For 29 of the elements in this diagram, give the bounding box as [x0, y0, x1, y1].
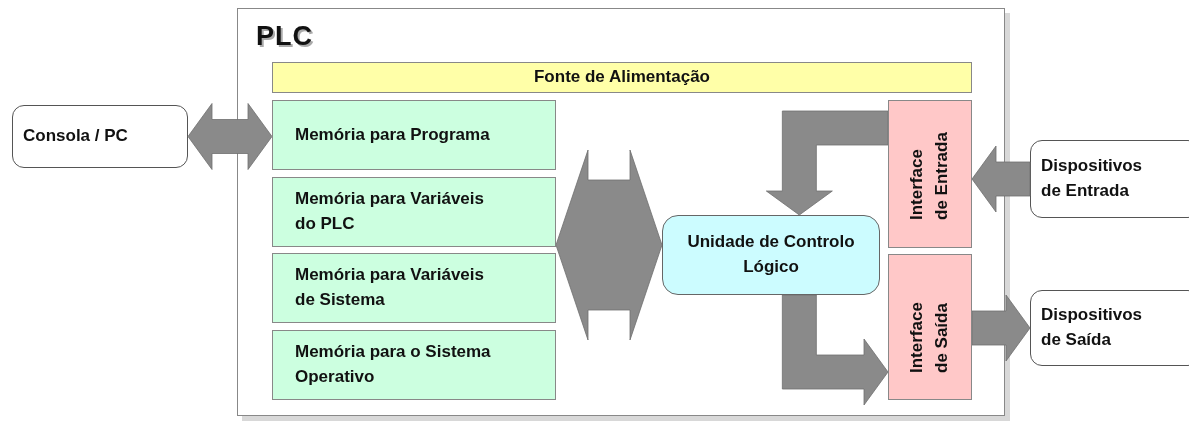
- box-label: Dispositivos de Saída: [1041, 304, 1144, 351]
- device-box: [1030, 290, 1189, 366]
- memory-box: [272, 330, 556, 400]
- control-unit-box: [662, 215, 880, 295]
- box-label: Unidade de Controlo Lógico: [686, 231, 856, 278]
- memory-box: [272, 177, 556, 247]
- device-box: [1030, 140, 1189, 218]
- memory-box: [272, 253, 556, 323]
- box-label: Memória para Variáveis de Sistema: [295, 264, 485, 311]
- block-arrow: [765, 110, 889, 216]
- bar-label: Fonte de Alimentação: [534, 66, 710, 89]
- panel-title: PLC: [256, 20, 313, 53]
- box-label: Memória para Variáveis do PLC: [295, 188, 485, 235]
- block-arrow: [555, 149, 663, 341]
- box-label: Memória para o Sistema Operativo: [295, 341, 492, 388]
- box-label: Interface de Entrada: [906, 131, 952, 220]
- box-label: Interface de Saída: [906, 301, 952, 373]
- block-arrow: [187, 103, 273, 170]
- box-label: Dispositivos de Entrada: [1041, 155, 1144, 202]
- memory-box: [272, 100, 556, 170]
- block-arrow: [781, 294, 889, 406]
- block-arrow: [971, 145, 1031, 213]
- interface-box: [888, 100, 972, 248]
- device-box: [12, 105, 188, 168]
- power-supply-bar: [272, 62, 972, 93]
- box-label: Memória para Programa: [295, 123, 490, 146]
- box-label: Consola / PC: [23, 125, 128, 148]
- interface-box: [888, 254, 972, 400]
- block-arrow: [971, 294, 1031, 362]
